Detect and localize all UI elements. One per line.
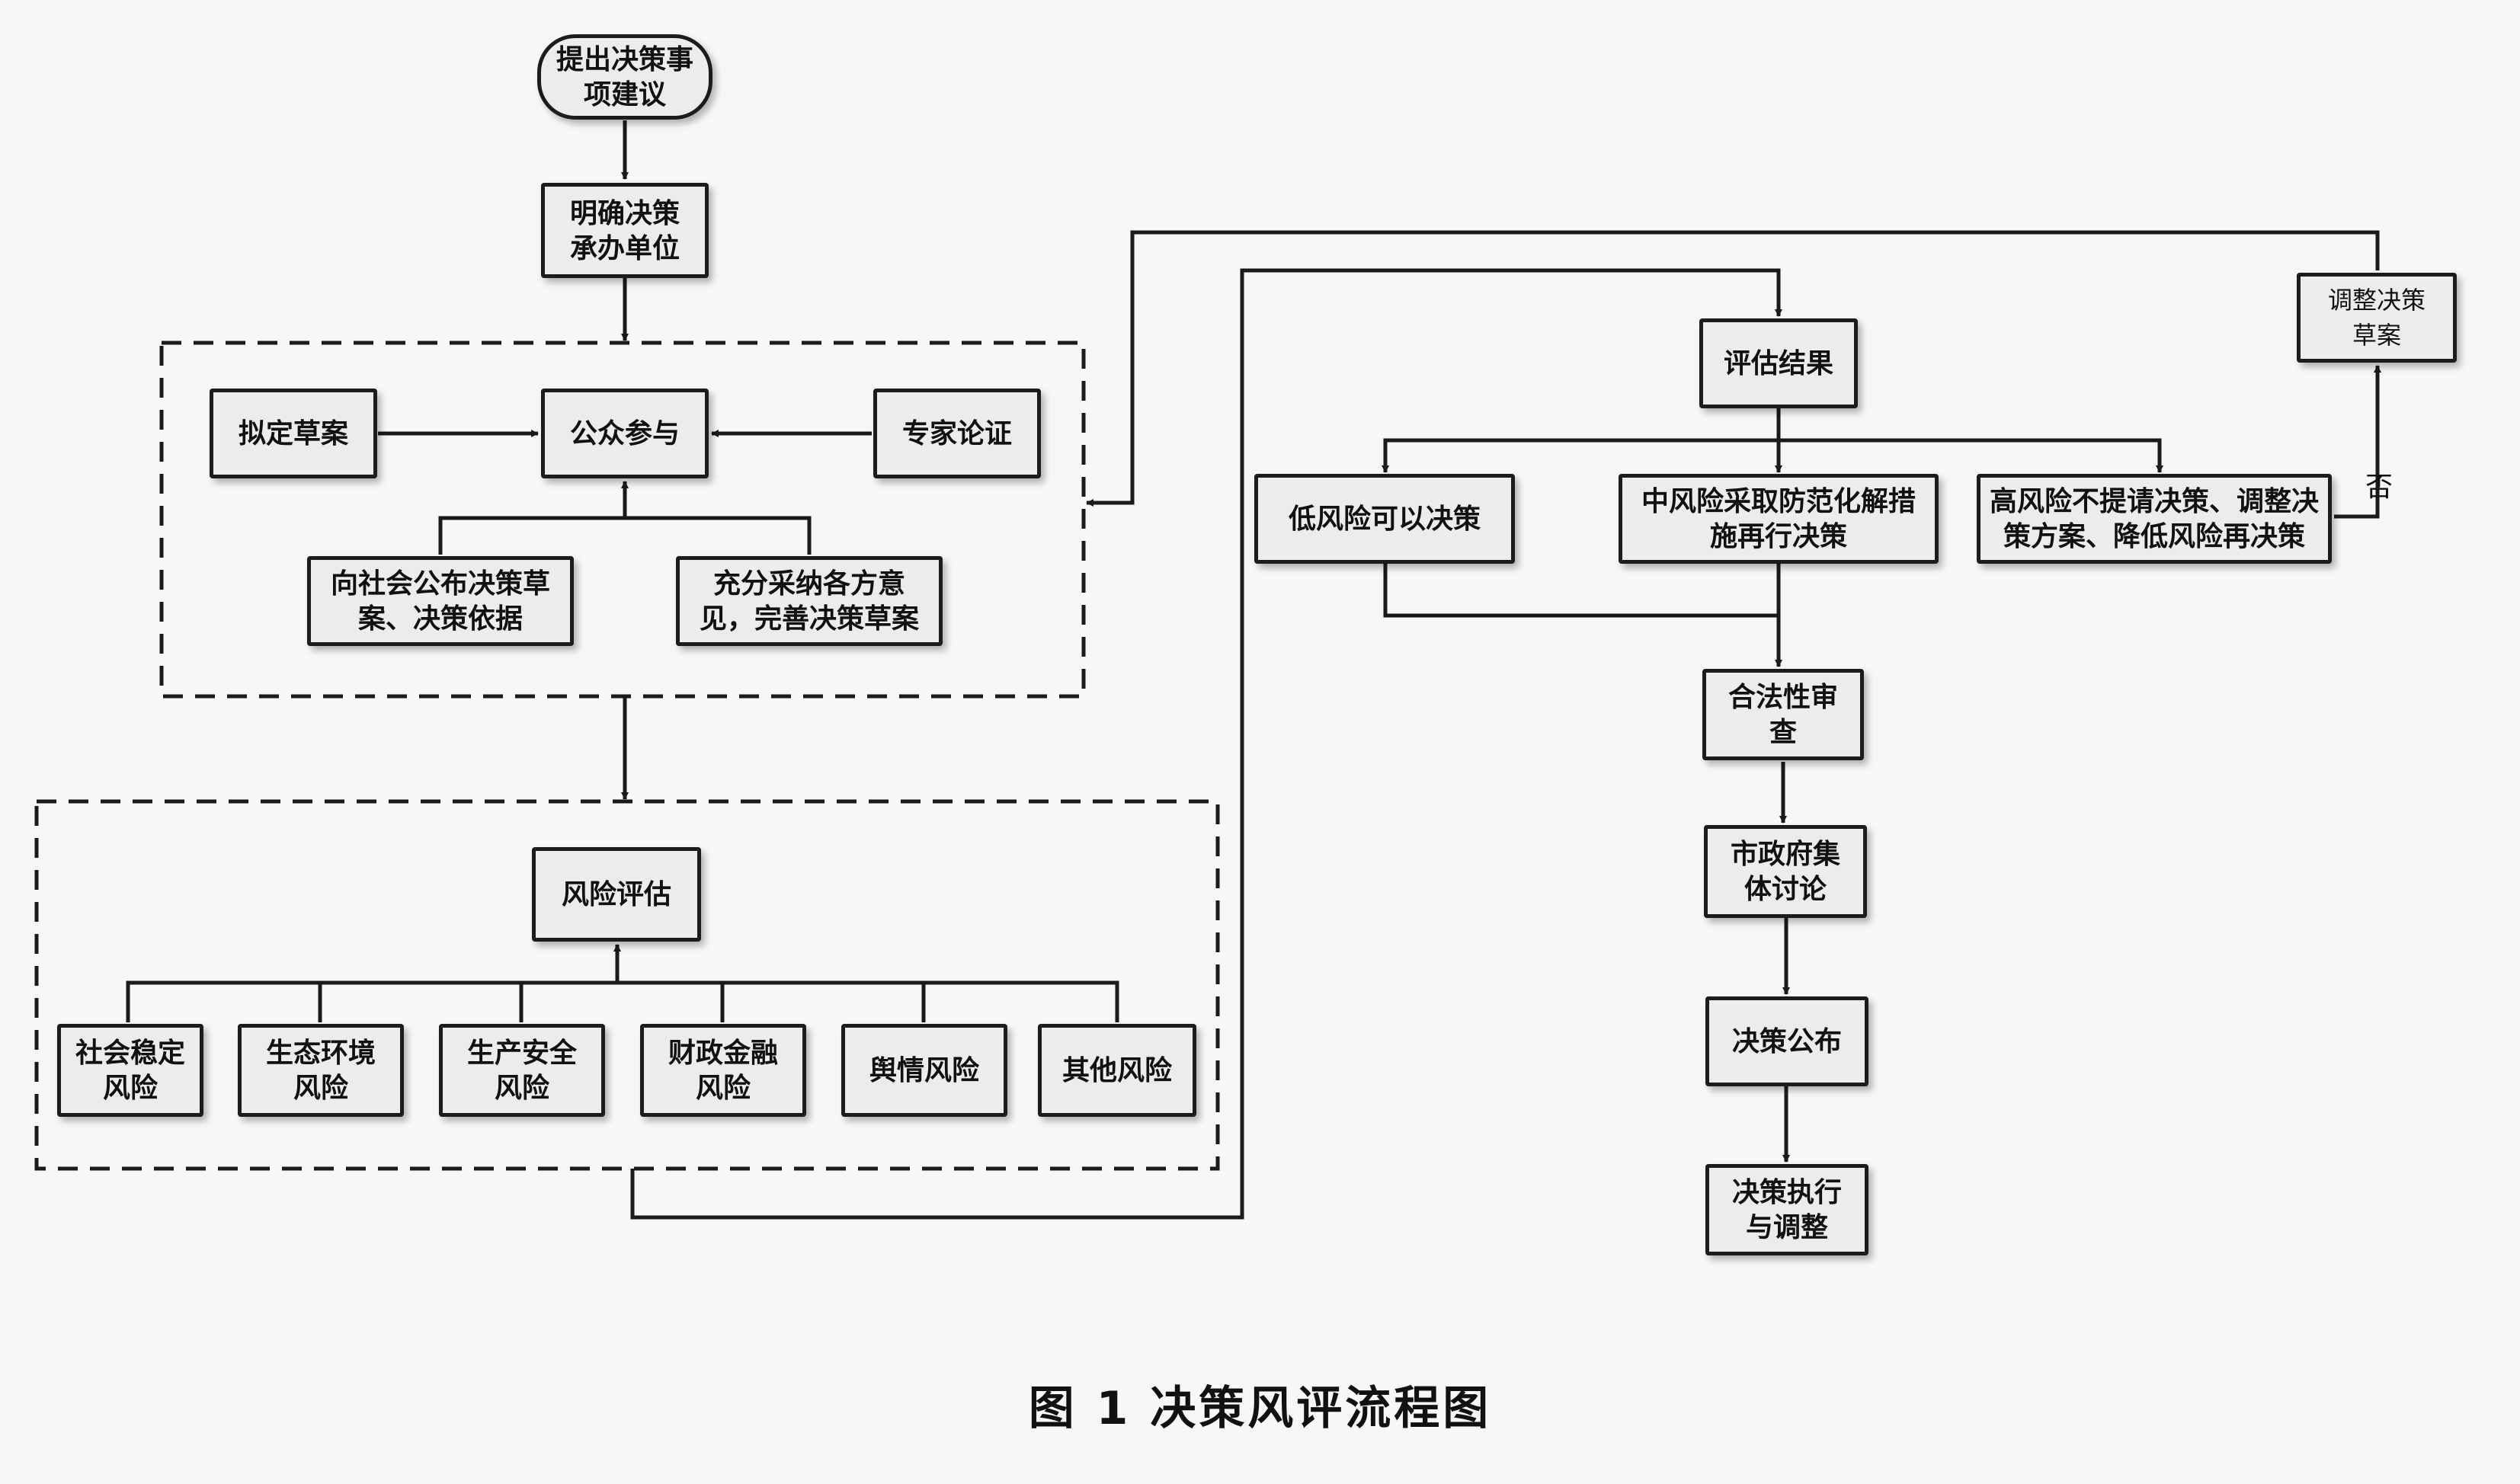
node-execute: 决策执行 与调整 [1705,1164,1868,1255]
connector-publish-draft [438,516,812,555]
node-draft: 拟定草案 [210,389,377,478]
node-legal: 合法性审 查 [1702,669,1864,760]
arrow-risk-to-result [630,268,1782,1220]
node-risk-social: 社会稳定 风险 [57,1024,203,1117]
node-adjust: 调整决策 草案 [2297,273,2457,363]
node-low: 低风险可以决策 [1254,474,1515,564]
figure-caption: 图 1 决策风评流程图 [1028,1382,1492,1435]
node-risk-finance: 财政金融 风险 [640,1024,806,1117]
node-public: 公众参与 [541,389,709,478]
node-risk-opinion: 舆情风险 [841,1024,1007,1117]
connector-low-legal [1383,564,1779,618]
connector-risks [126,980,1119,1022]
node-propose: 提出决策事 项建议 [537,34,712,120]
risk-group-frame [34,799,1220,1171]
arrow-adjust-group [1086,230,2380,507]
node-publish-draft: 向社会公布决策草 案、决策依据 [307,556,574,646]
node-risk-other: 其他风险 [1038,1024,1196,1117]
node-mid: 中风险采取防范化解措 施再行决策 [1619,474,1939,564]
node-expert: 专家论证 [873,389,1041,478]
node-clarify: 明确决策 承办单位 [541,183,709,278]
arrow-result-low [1383,438,2163,473]
node-risk-eco: 生态环境 风险 [238,1024,404,1117]
node-gov: 市政府集 体讨论 [1704,825,1867,918]
node-risk-eval: 风险评估 [532,847,701,942]
node-high: 高风险不提请决策、调整决 策方案、降低风险再决策 [1977,474,2332,564]
node-announce: 决策公布 [1705,996,1868,1086]
node-adopt: 充分采纳各方意 见，完善决策草案 [676,556,943,646]
node-risk-safety: 生产安全 风险 [439,1024,605,1117]
stakeholder-group-frame [159,341,1086,699]
arrow-high-adjust [2334,365,2381,519]
edge-label-no: 否 [2365,472,2394,503]
node-result: 评估结果 [1699,318,1858,408]
